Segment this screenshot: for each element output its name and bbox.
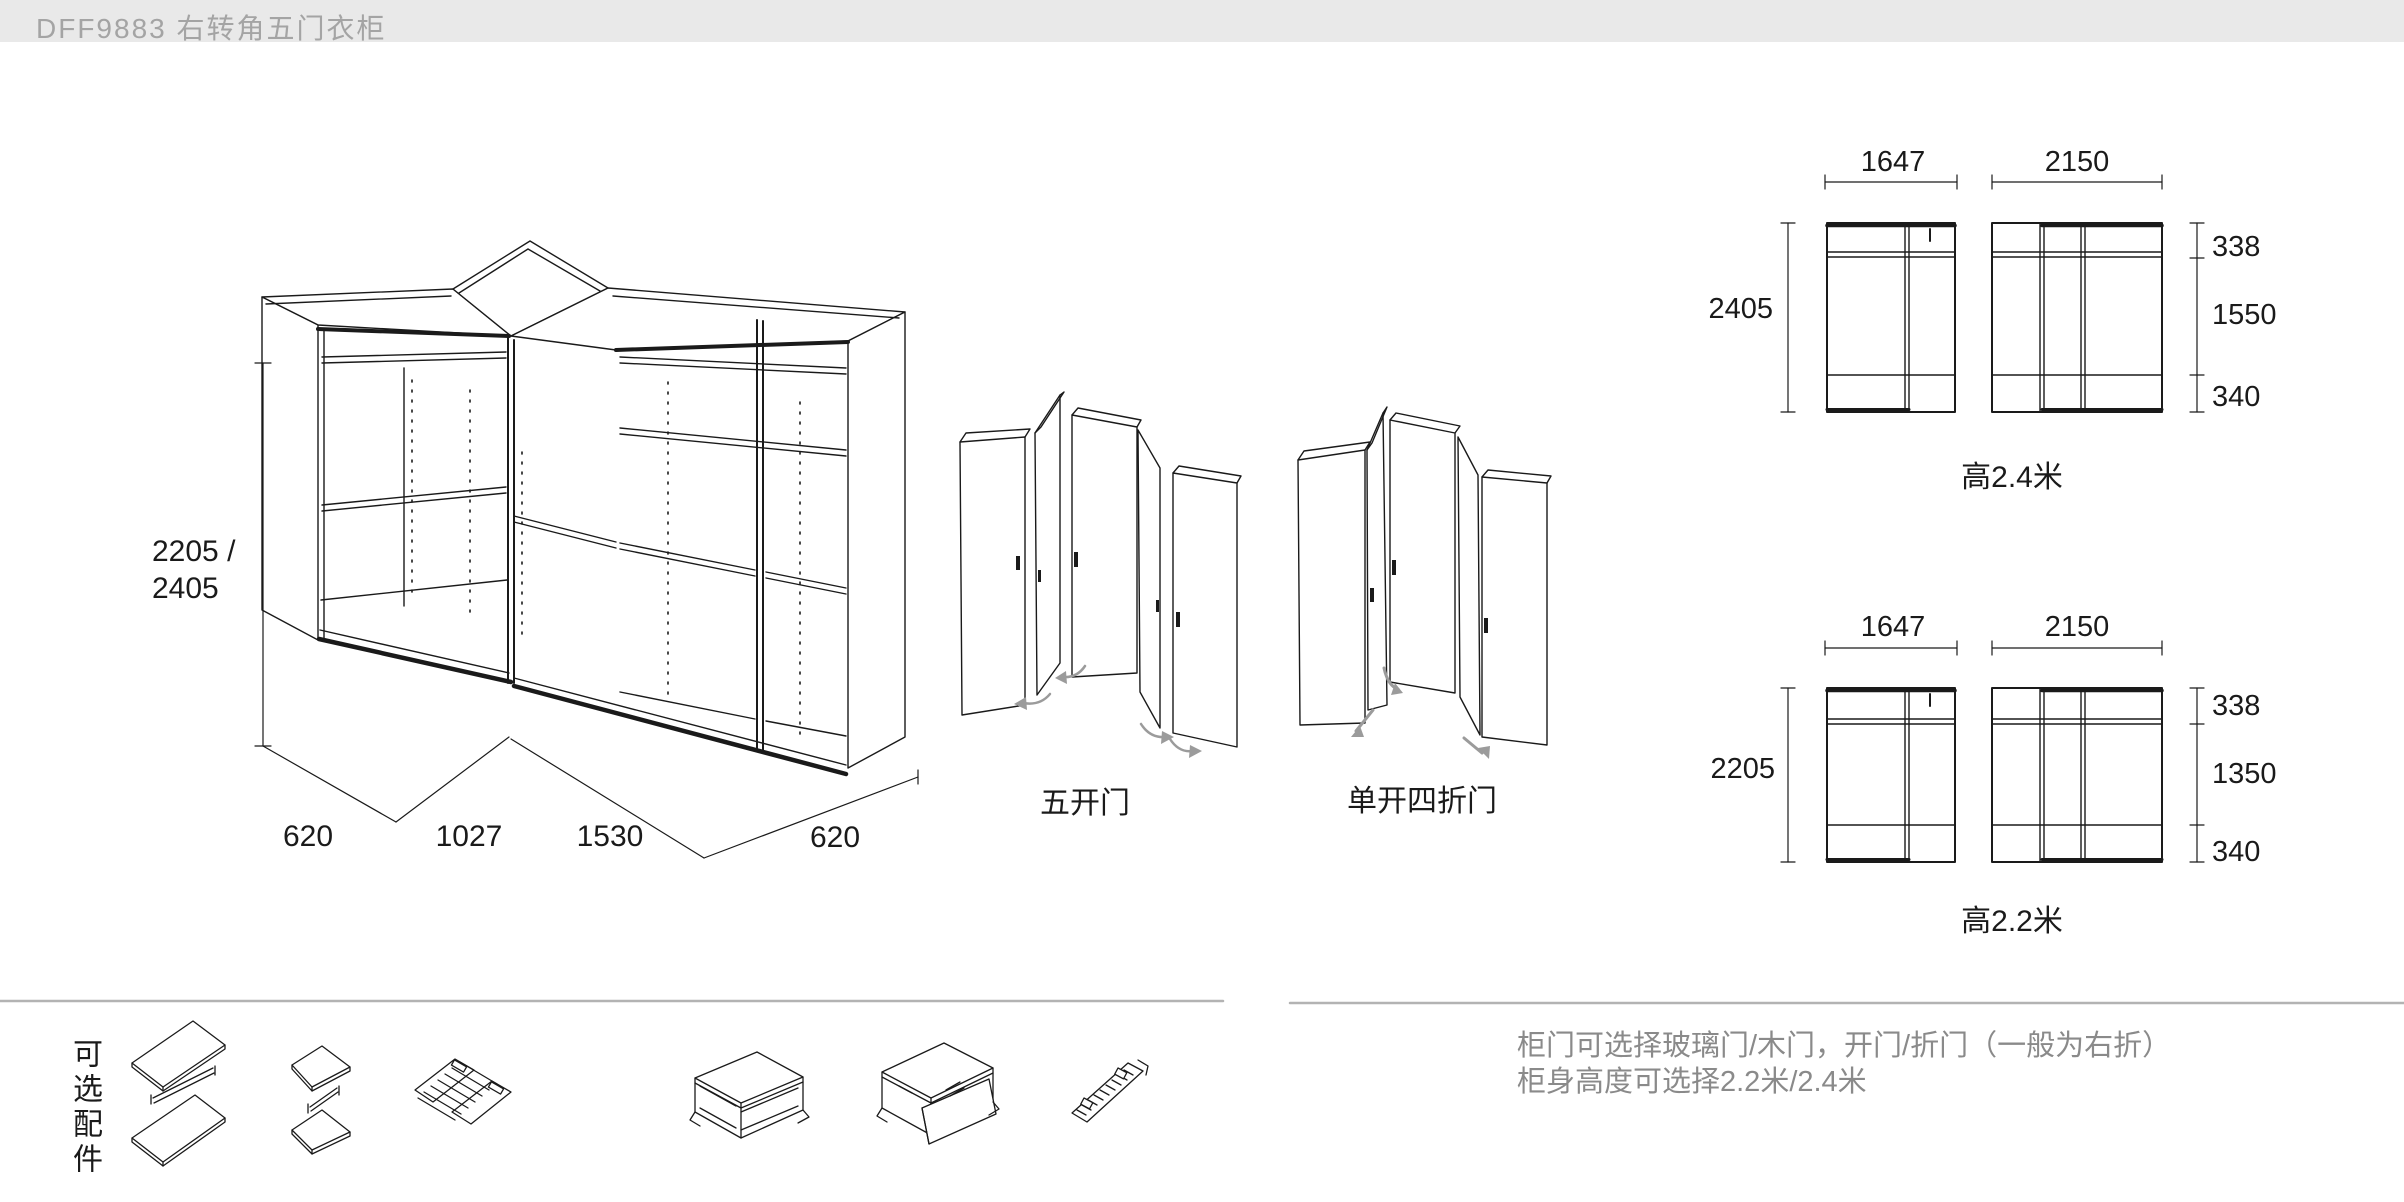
elev22-width-1647: 1647: [1860, 611, 1926, 643]
elevation-2-2m: [1780, 640, 2205, 863]
iso-height-line2: 2405: [152, 572, 219, 605]
five-door-caption: 五开门: [1040, 787, 1130, 820]
elev24-seg-340: 340: [2212, 381, 2261, 413]
elev24-height-2405: 2405: [1708, 293, 1773, 325]
elev24-seg-338: 338: [2212, 231, 2261, 263]
four-fold-door-diagram: [1297, 406, 1552, 759]
elev22-height-2205: 2205: [1710, 753, 1775, 785]
iso-height-dimension: 2205 / 2405: [152, 533, 235, 607]
pullout-rack-icon: [1071, 1059, 1149, 1123]
trouser-rack-icon: [414, 1058, 512, 1125]
optional-accessories-label: 可选配件: [68, 1038, 101, 1178]
iso-dim-1027: 1027: [435, 820, 503, 853]
drawer-unit-icon: [876, 1042, 1000, 1145]
iso-dim-620-left: 620: [282, 820, 334, 853]
notes-block: 柜门可选择玻璃门/木门，开门/折门（一般为右折） 柜身高度可选择2.2米/2.4…: [1517, 1028, 2171, 1100]
shelf-unit-icon: [689, 1051, 810, 1139]
iso-dim-1530: 1530: [576, 820, 644, 853]
elev22-seg-1350: 1350: [2212, 758, 2277, 790]
four-fold-caption: 单开四折门: [1347, 785, 1497, 818]
elev22-seg-338: 338: [2212, 690, 2261, 722]
iso-dim-620-right: 620: [809, 821, 861, 854]
shelf-rod-large-icon: [131, 1020, 226, 1167]
section-divider: [0, 999, 2404, 1005]
note-door-options: 柜门可选择玻璃门/木门，开门/折门（一般为右折）: [1517, 1030, 2172, 1062]
accessory-icons: [131, 1020, 1149, 1167]
header-bar: [0, 0, 2404, 42]
page-title: DFF9883 右转角五门衣柜: [36, 13, 387, 44]
shelf-rod-small-icon: [291, 1045, 351, 1155]
elev22-width-2150: 2150: [2044, 611, 2110, 643]
elev22-caption: 高2.2米: [1961, 905, 2063, 938]
five-door-diagram: [959, 391, 1242, 758]
wardrobe-isometric-drawing: [254, 240, 919, 859]
iso-height-line1: 2205 /: [152, 535, 236, 568]
note-height-options: 柜身高度可选择2.2米/2.4米: [1517, 1066, 1867, 1098]
elev22-seg-340: 340: [2212, 836, 2261, 868]
elevation-2-4m: [1780, 174, 2205, 413]
elev24-width-1647: 1647: [1860, 146, 1926, 178]
elev24-seg-1550: 1550: [2212, 299, 2277, 331]
elev24-width-2150: 2150: [2044, 146, 2110, 178]
elev24-caption: 高2.4米: [1961, 461, 2063, 494]
